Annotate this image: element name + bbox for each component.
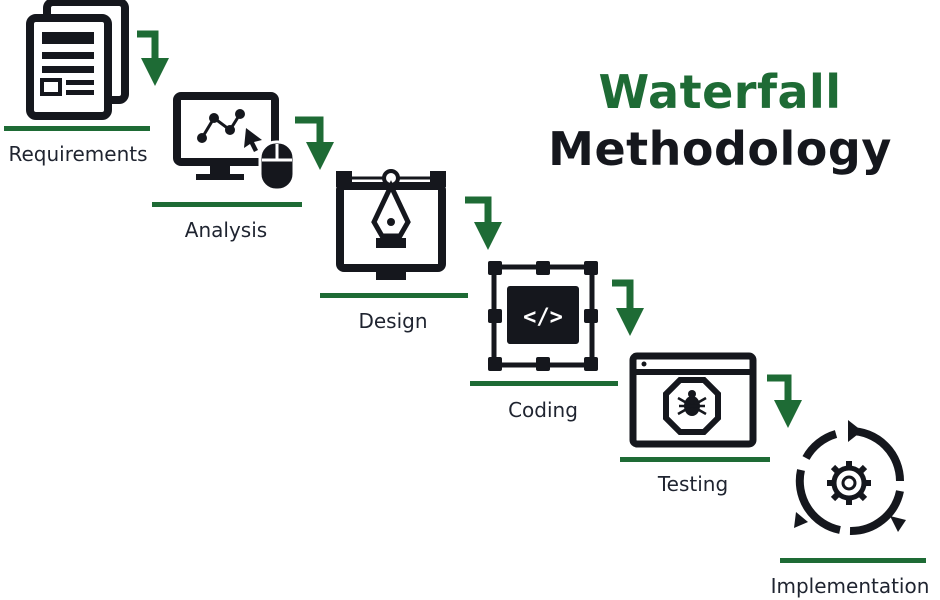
arrow-3-icon — [465, 196, 502, 250]
gear-cycle-icon — [794, 420, 906, 536]
title-line-2: Methodology — [548, 122, 892, 176]
arrow-4-icon — [612, 279, 644, 336]
svg-text:</>: </> — [523, 305, 563, 330]
title-line-1: Waterfall — [598, 65, 842, 119]
testing-label: Testing — [657, 472, 729, 496]
monitor-mouse-icon — [173, 92, 296, 192]
requirements-underline — [4, 126, 150, 131]
code-window-icon: </> — [488, 261, 598, 371]
bug-browser-icon — [629, 352, 757, 448]
implementation-label: Implementation — [770, 574, 930, 598]
arrow-5-icon — [767, 374, 802, 428]
implementation-underline — [780, 558, 926, 563]
coding-label: Coding — [508, 398, 578, 422]
arrow-1-icon — [137, 30, 169, 86]
design-underline — [320, 293, 468, 298]
analysis-underline — [152, 202, 302, 207]
testing-underline — [620, 457, 770, 462]
arrow-2-icon — [295, 116, 334, 170]
pen-tool-monitor-icon — [336, 169, 446, 280]
documents-icon — [26, 0, 129, 120]
requirements-label: Requirements — [8, 142, 148, 166]
analysis-label: Analysis — [184, 218, 268, 242]
design-label: Design — [358, 309, 428, 333]
coding-underline — [470, 381, 618, 386]
